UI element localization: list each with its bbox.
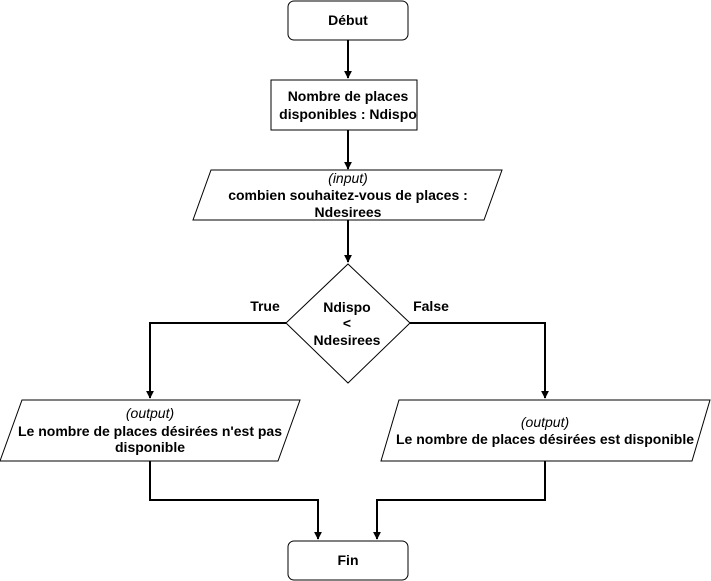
output-right-shape <box>380 399 711 462</box>
start-shape <box>287 0 409 41</box>
output-left-node: (output) Le nombre de places désirées n'… <box>0 399 301 462</box>
start-node: Début <box>287 0 409 41</box>
branch-true-label: True <box>250 298 280 314</box>
output-left-line-1: Le nombre de places désirées n'est pas <box>18 423 282 439</box>
branch-false-label: False <box>413 298 449 314</box>
decision-line-1: Ndispo <box>323 299 370 315</box>
decision-shape <box>285 263 411 384</box>
end-shape <box>287 540 409 581</box>
end-label: Fin <box>338 552 359 568</box>
input-shape <box>192 169 503 221</box>
connectors <box>146 40 549 540</box>
output-right-tag: (output) <box>521 414 569 430</box>
process-line-2: disponibles : Ndispo <box>279 106 417 122</box>
end-node: Fin <box>287 540 409 581</box>
output-left-line-2: disponible <box>115 439 185 455</box>
process-shape <box>270 79 418 131</box>
arrow-decision-true <box>146 322 286 399</box>
input-tag: (input) <box>328 170 368 186</box>
decision-line-2: < <box>343 315 351 331</box>
decision-line-3: Ndesirees <box>314 332 381 348</box>
output-right-line-1: Le nombre de places désirées est disponi… <box>396 431 694 447</box>
start-label: Début <box>328 12 368 28</box>
output-left-shape <box>0 399 301 462</box>
process-node: Nombre de places disponibles : Ndispo <box>270 79 418 131</box>
process-line-1: Nombre de places <box>288 88 409 104</box>
output-left-tag: (output) <box>126 405 174 421</box>
arrow-left-to-end <box>149 461 322 540</box>
input-node: (input) combien souhaitez-vous de places… <box>192 169 503 221</box>
input-line-1: combien souhaitez-vous de places : <box>228 187 468 203</box>
arrow-decision-false <box>410 322 549 399</box>
output-right-node: (output) Le nombre de places désirées es… <box>380 399 711 462</box>
decision-node: Ndispo < Ndesirees <box>285 263 411 384</box>
arrow-right-to-end <box>373 461 546 540</box>
input-line-2: Ndesirees <box>315 204 382 220</box>
